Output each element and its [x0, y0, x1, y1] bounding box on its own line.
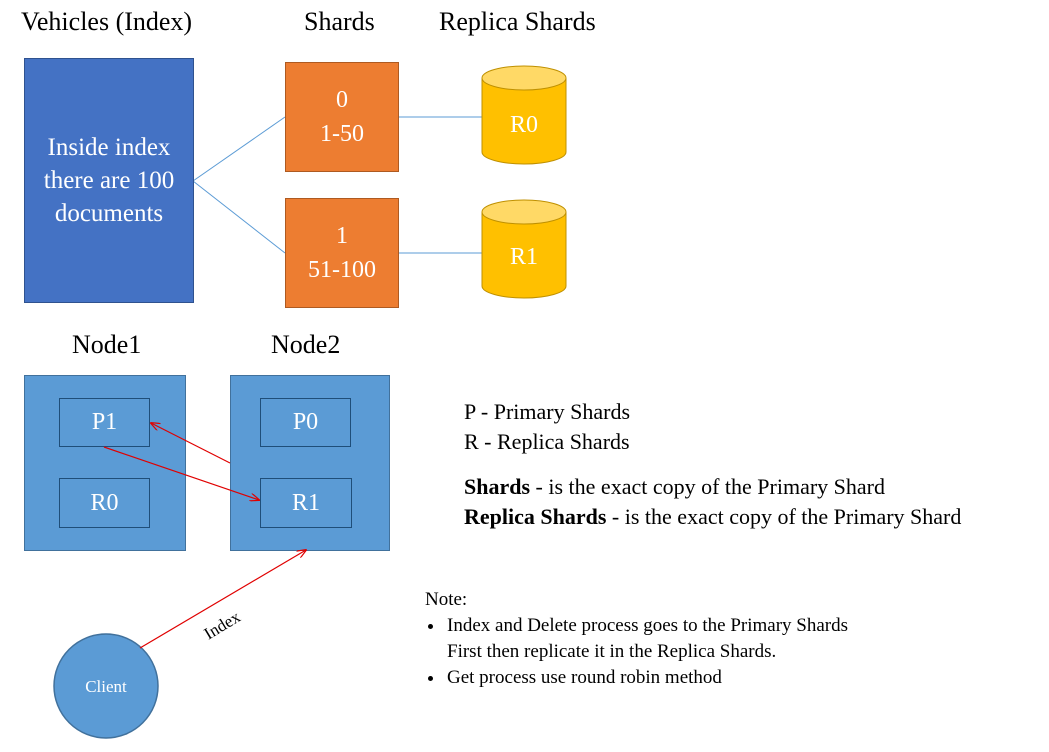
index-arrow-label: Index — [201, 607, 244, 643]
index-to-shard1-line — [192, 180, 286, 254]
note-block: Note: Index and Delete process goes to t… — [425, 587, 985, 691]
index-box-line2: there are 100 — [43, 167, 175, 194]
replica-shards-header: Replica Shards — [439, 7, 596, 36]
node1-replica-shard: R0 — [59, 478, 150, 528]
node2-primary-shard: P0 — [260, 398, 351, 447]
note-title: Note: — [425, 589, 468, 610]
index-box-line3: documents — [54, 200, 164, 227]
note-item-1: Index and Delete process goes to the Pri… — [445, 613, 985, 665]
replica-r0-label: R0 — [510, 112, 538, 138]
index-box: Inside index there are 100 documents — [24, 58, 194, 303]
shard-1-box: 1 51-100 — [285, 198, 399, 308]
definition-shards-text: - is the exact copy of the Primary Shard — [530, 474, 886, 499]
arrow-to-p1 — [151, 423, 231, 464]
index-header: Vehicles (Index) — [21, 7, 193, 36]
index-to-shard0-line — [192, 116, 286, 182]
replica-r1-cylinder: R1 — [481, 199, 567, 299]
shard-number: 1 — [336, 223, 348, 249]
definition-shards-term: Shards — [464, 474, 531, 499]
replica-r1-label: R1 — [510, 244, 538, 270]
index-box-line1: Inside index — [47, 134, 171, 161]
arrow-p1-to-r1 — [103, 446, 259, 500]
note-item-1-line1: Index and Delete process goes to the Pri… — [447, 615, 849, 636]
replica-r0-cylinder: R0 — [481, 65, 567, 165]
note-item-1-line2: First then replicate it in the Replica S… — [447, 641, 777, 662]
node1-primary-shard: P1 — [59, 398, 150, 447]
legend-replica: R - Replica Shards — [464, 429, 630, 454]
definition-replica-shards: Replica Shards - is the exact copy of th… — [464, 502, 961, 532]
node2-replica-shard: R1 — [260, 478, 352, 528]
shard-range: 51-100 — [308, 257, 376, 283]
client-label: Client — [85, 677, 127, 696]
node1-header: Node1 — [72, 330, 142, 359]
node2-header: Node2 — [271, 330, 341, 359]
definition-replica-text: - is the exact copy of the Primary Shard — [606, 504, 962, 529]
note-item-2: Get process use round robin method — [445, 665, 985, 691]
shard-range: 1-50 — [320, 121, 364, 147]
shards-header: Shards — [304, 7, 375, 36]
shard-number: 0 — [336, 87, 348, 113]
definition-replica-term: Replica Shards — [464, 504, 607, 529]
legend-primary: P - Primary Shards — [464, 399, 631, 424]
arrow-client-to-r1 — [139, 550, 306, 649]
definition-shards: Shards - is the exact copy of the Primar… — [464, 472, 885, 502]
shard-0-box: 0 1-50 — [285, 62, 399, 172]
client-node: Client — [53, 633, 159, 739]
